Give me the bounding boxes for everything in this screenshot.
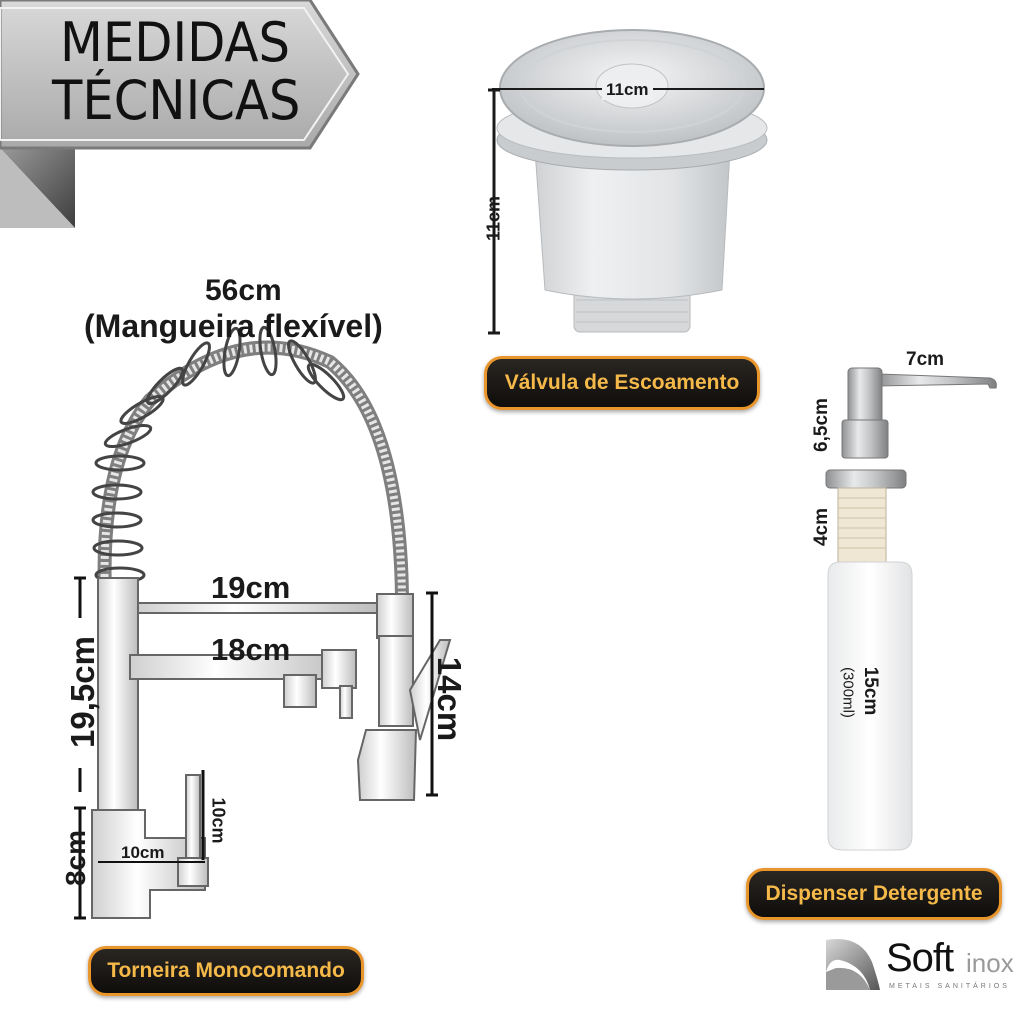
faucet-base-width-dim: 10cm <box>121 843 165 862</box>
dispenser-spout-dim: 7cm <box>906 349 945 370</box>
faucet-hose-note: (Mangueira flexível) <box>84 308 383 344</box>
faucet-spout-upper-dim: 19cm <box>211 570 291 605</box>
valve-label-pill: Válvula de Escoamento <box>484 356 760 410</box>
banner-title-line1: MEDIDAS <box>60 11 291 74</box>
faucet-spout-lower-dim: 18cm <box>211 632 291 667</box>
banner-title-line2: TÉCNICAS <box>52 69 301 132</box>
brand-name: Soft <box>886 936 954 980</box>
brand-suffix: inox <box>966 948 1014 978</box>
dispenser-label-pill: Dispenser Detergente <box>746 868 1002 920</box>
faucet-label-pill: Torneira Monocomando <box>88 946 364 996</box>
valve-width-dim: 11cm <box>602 80 653 100</box>
brand-tagline: METAIS SANITÁRIOS <box>889 983 1010 990</box>
faucet-hose-dim: 56cm <box>205 274 282 307</box>
